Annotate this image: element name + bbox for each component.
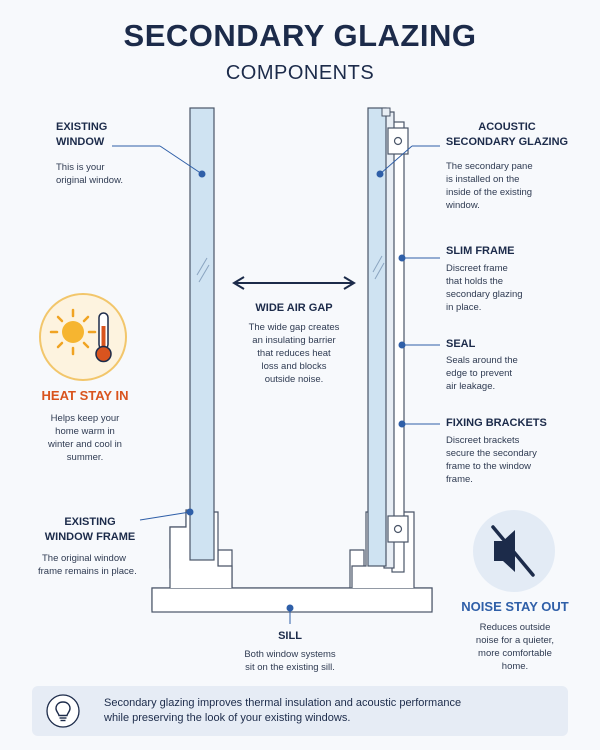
- seal-desc-1: Seals around the: [446, 355, 518, 366]
- noise-title: NOISE STAY OUT: [461, 599, 569, 614]
- acoustic-desc-3: inside of the existing: [446, 187, 533, 198]
- brackets-desc-1: Discreet brackets: [446, 435, 520, 446]
- existing-window-glass: [189, 107, 215, 561]
- page-title: SECONDARY GLAZING: [123, 18, 477, 53]
- slim-frame-title: SLIM FRAME: [446, 245, 515, 257]
- secondary-glazing-glass: [367, 107, 387, 567]
- air-gap-desc-1: The wide gap creates: [248, 322, 340, 333]
- sill-desc-1: Both window systems: [244, 649, 336, 660]
- air-gap-arrow: [232, 276, 356, 290]
- existing-frame-title-2: WINDOW FRAME: [44, 531, 136, 543]
- sill-title: SILL: [278, 630, 302, 642]
- acoustic-desc-2: is installed on the: [446, 174, 520, 185]
- air-gap-desc-4: loss and blocks: [261, 361, 327, 372]
- air-gap-desc-2: an insulating barrier: [252, 335, 336, 346]
- brackets-desc-2: secure the secondary: [446, 448, 537, 459]
- existing-window-desc-2: original window.: [56, 175, 124, 186]
- brackets-desc-4: frame.: [446, 474, 473, 485]
- slim-frame-desc-2: that holds the: [446, 276, 504, 287]
- footer-banner: Secondary glazing improves thermal insul…: [32, 686, 568, 736]
- heat-desc-3: winter and cool in: [48, 439, 122, 450]
- existing-frame-desc-2: frame remains in place.: [38, 566, 137, 577]
- acoustic-title-2: SECONDARY GLAZING: [445, 136, 569, 148]
- existing-window-title-2: WINDOW: [56, 136, 105, 148]
- existing-frame-desc-1: The original window: [42, 553, 126, 564]
- slim-frame-desc-1: Discreet frame: [446, 263, 508, 274]
- heat-desc-2: home warm in: [55, 426, 115, 437]
- footer-line-1: Secondary glazing improves thermal insul…: [104, 697, 462, 709]
- sill-desc-2: sit on the existing sill.: [245, 662, 335, 673]
- acoustic-desc-4: window.: [446, 200, 480, 211]
- page-subtitle: COMPONENTS: [225, 62, 375, 84]
- sill-base: [151, 587, 433, 613]
- sun-thermometer-icon: [39, 293, 127, 381]
- brackets-desc-3: frame to the window: [446, 461, 532, 472]
- seal-desc-3: air leakage.: [446, 381, 496, 392]
- existing-window-title-1: EXISTING: [56, 121, 108, 133]
- heat-title: HEAT STAY IN: [41, 388, 129, 403]
- air-gap-desc-3: that reduces heat: [257, 348, 331, 359]
- noise-desc-2: noise for a quieter,: [475, 635, 555, 646]
- slim-frame-desc-4: in place.: [446, 302, 482, 313]
- lightbulb-icon: [46, 694, 80, 728]
- muted-speaker-icon: [473, 510, 555, 592]
- slim-frame-desc-3: secondary glazing: [446, 289, 523, 300]
- air-gap-title: WIDE AIR GAP: [255, 302, 333, 314]
- heat-desc-4: summer.: [66, 452, 104, 463]
- seal-title: SEAL: [446, 338, 476, 350]
- footer-line-2: while preserving the look of your existi…: [104, 712, 351, 724]
- noise-desc-3: more comfortable: [478, 648, 552, 659]
- noise-desc-4: home.: [501, 661, 529, 672]
- heat-desc-1: Helps keep your: [50, 413, 120, 424]
- acoustic-title-1: ACOUSTIC: [478, 121, 536, 133]
- existing-window-desc-1: This is your: [56, 162, 105, 173]
- seal-desc-2: edge to prevent: [446, 368, 513, 379]
- brackets-title: FIXING BRACKETS: [446, 417, 547, 429]
- existing-frame-title-1: EXISTING: [64, 516, 116, 528]
- acoustic-desc-1: The secondary pane: [446, 161, 533, 172]
- noise-desc-1: Reduces outside: [479, 622, 551, 633]
- air-gap-desc-5: outside noise.: [264, 374, 324, 385]
